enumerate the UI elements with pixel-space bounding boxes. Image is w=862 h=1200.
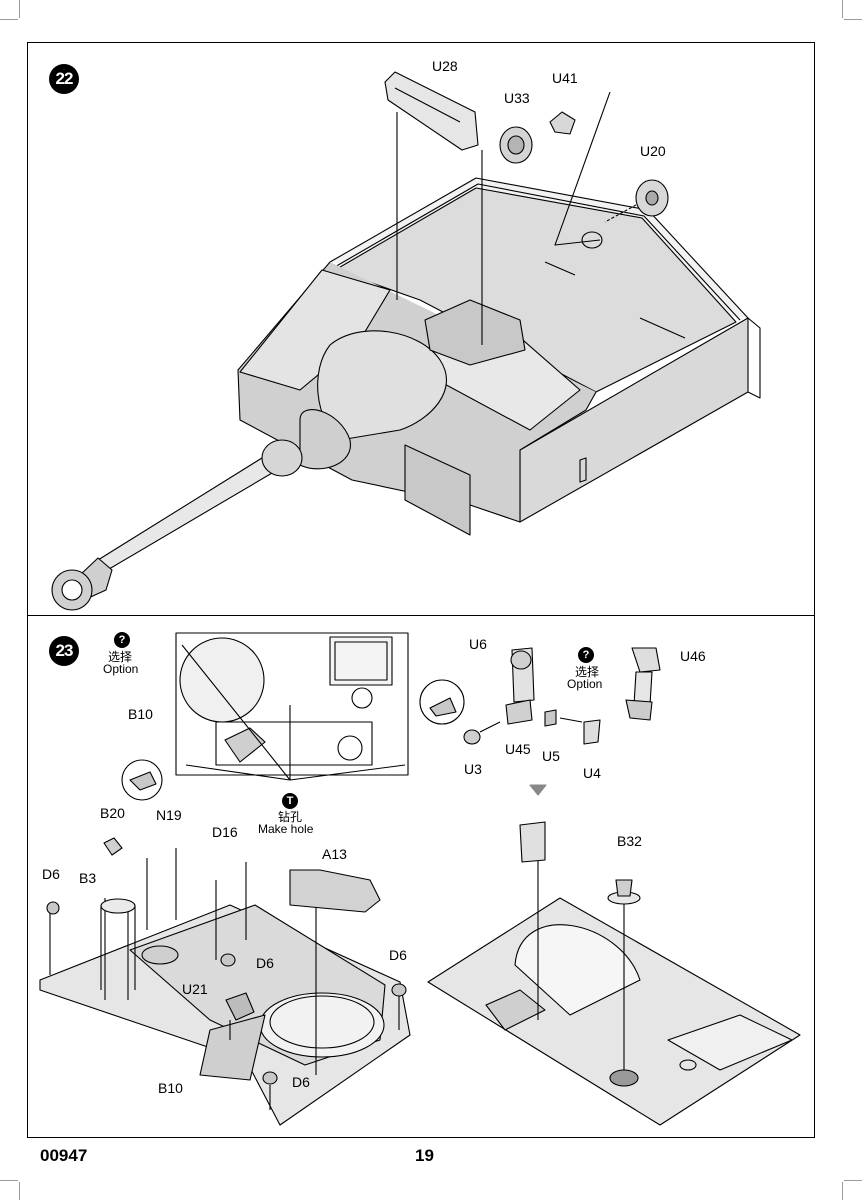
crop-mark-bottom-right-h	[844, 1180, 862, 1181]
label-u6: U6	[469, 636, 487, 652]
label-b32: B32	[617, 833, 642, 849]
drill-icon: T	[282, 793, 298, 809]
option-left-en: Option	[103, 662, 139, 676]
part-d6-left	[46, 901, 60, 915]
label-b10-bottom: B10	[158, 1080, 183, 1096]
crop-mark-top-right-v	[842, 0, 843, 18]
label-a13: A13	[322, 846, 347, 862]
label-d6-mid: D6	[256, 955, 274, 971]
step-divider	[27, 615, 815, 616]
part-a13	[289, 869, 381, 913]
instruction-frame	[27, 42, 815, 1138]
periscope-assembly	[419, 647, 661, 745]
label-n19: N19	[156, 807, 182, 823]
label-d6-bottom: D6	[292, 1074, 310, 1090]
crop-mark-top-right-h	[844, 19, 862, 20]
part-d6-right	[391, 983, 407, 997]
label-d16: D16	[212, 824, 238, 840]
kit-code: 00947	[40, 1146, 88, 1165]
option-left-cn: 选择	[108, 650, 133, 664]
label-d6-right: D6	[389, 947, 407, 963]
step-22-badge: 22	[49, 64, 79, 94]
part-u41	[549, 111, 576, 135]
crop-mark-bottom-left-v	[19, 1182, 20, 1200]
label-u5: U5	[542, 748, 560, 764]
option-question-icon-right: ?	[578, 647, 594, 663]
label-u45: U45	[505, 741, 531, 757]
label-b10-top: B10	[128, 706, 153, 722]
part-d6-bottom	[262, 1071, 278, 1085]
label-u41: U41	[552, 70, 578, 86]
make-hole-cn: 钻孔	[278, 810, 303, 824]
turret-hull-drawing	[51, 91, 761, 611]
floor-plate-right	[427, 821, 801, 1126]
b10-plan-view	[175, 632, 409, 781]
label-u21: U21	[182, 981, 208, 997]
label-u46: U46	[680, 648, 706, 664]
part-u28	[384, 71, 479, 151]
floor-plate-left	[39, 848, 411, 1126]
crop-mark-bottom-right-v	[842, 1182, 843, 1200]
down-arrow-icon	[529, 784, 547, 796]
label-u33: U33	[504, 90, 530, 106]
crop-mark-top-left-v	[19, 0, 20, 18]
part-b20	[103, 837, 123, 856]
crop-mark-top-left-h	[0, 19, 18, 20]
part-u21	[225, 992, 255, 1021]
label-u4: U4	[583, 765, 601, 781]
label-u3: U3	[464, 761, 482, 777]
crop-mark-bottom-left-h	[0, 1180, 18, 1181]
page-number: 19	[415, 1146, 434, 1165]
label-b3: B3	[79, 870, 97, 886]
option-right-cn: 选择	[575, 665, 600, 679]
part-b3	[100, 898, 136, 914]
label-d6-left: D6	[42, 866, 60, 882]
option-question-icon: ?	[114, 632, 130, 648]
option-right-en: Option	[567, 677, 603, 691]
label-b20: B20	[100, 805, 125, 821]
part-d6-mid	[220, 953, 236, 967]
step-23-badge: 23	[49, 636, 79, 666]
make-hole-en: Make hole	[258, 822, 314, 836]
label-u20: U20	[640, 143, 666, 159]
label-u28: U28	[432, 58, 458, 74]
